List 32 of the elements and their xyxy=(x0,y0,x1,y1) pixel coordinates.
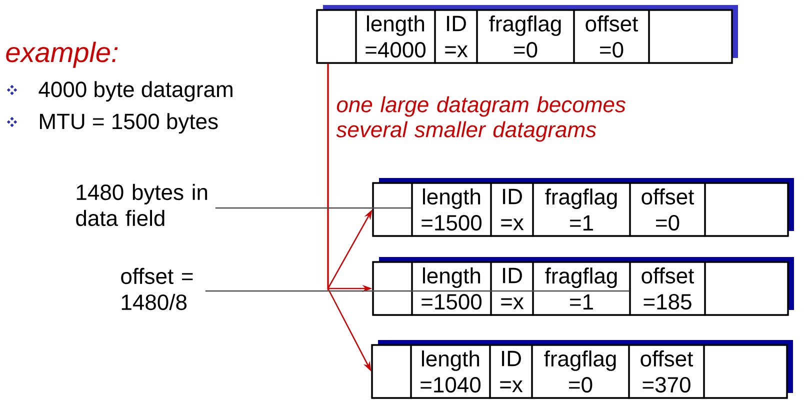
empty-cell xyxy=(372,261,413,316)
empty-cell xyxy=(371,344,412,399)
annotation-text: 1480 bytes in data field xyxy=(76,184,208,226)
title: example: xyxy=(6,42,118,68)
field-cell: length =4000 xyxy=(355,9,436,64)
field-cell: length =1500 xyxy=(411,261,492,316)
field-cell: offset =185 xyxy=(629,261,706,316)
annotation-text: offset = 1480/8 xyxy=(121,268,193,310)
field-cell: ID =x xyxy=(490,182,534,237)
field-cell: ID =x xyxy=(489,344,533,399)
bullet-text: MTU = 1500 bytes xyxy=(40,113,218,134)
datagram-box xyxy=(316,5,738,64)
field-cell: fragflag =1 xyxy=(532,182,631,237)
leader-line xyxy=(215,207,412,209)
field-cell: ID =x xyxy=(490,261,534,316)
field-cell: offset =0 xyxy=(629,182,706,237)
empty-cell xyxy=(372,182,413,237)
datagram-box xyxy=(372,178,794,237)
field-cell: length =1500 xyxy=(411,182,492,237)
field-cell: fragflag =0 xyxy=(476,9,575,64)
datagram-box xyxy=(372,257,794,316)
annotation-text: one large datagram becomes several smaller datagrams xyxy=(336,96,626,142)
field-cell: offset =0 xyxy=(573,9,650,64)
leader-line xyxy=(205,290,630,292)
bullet-text: 4000 byte datagram xyxy=(38,81,232,102)
field-cell: fragflag =0 xyxy=(531,344,630,399)
field-cell: length =1040 xyxy=(410,344,491,399)
empty-cell xyxy=(316,9,357,64)
datagram-box xyxy=(371,340,793,399)
field-cell: ID =x xyxy=(434,9,478,64)
field-cell: offset =370 xyxy=(628,344,705,399)
field-cell: fragflag =1 xyxy=(532,261,631,316)
